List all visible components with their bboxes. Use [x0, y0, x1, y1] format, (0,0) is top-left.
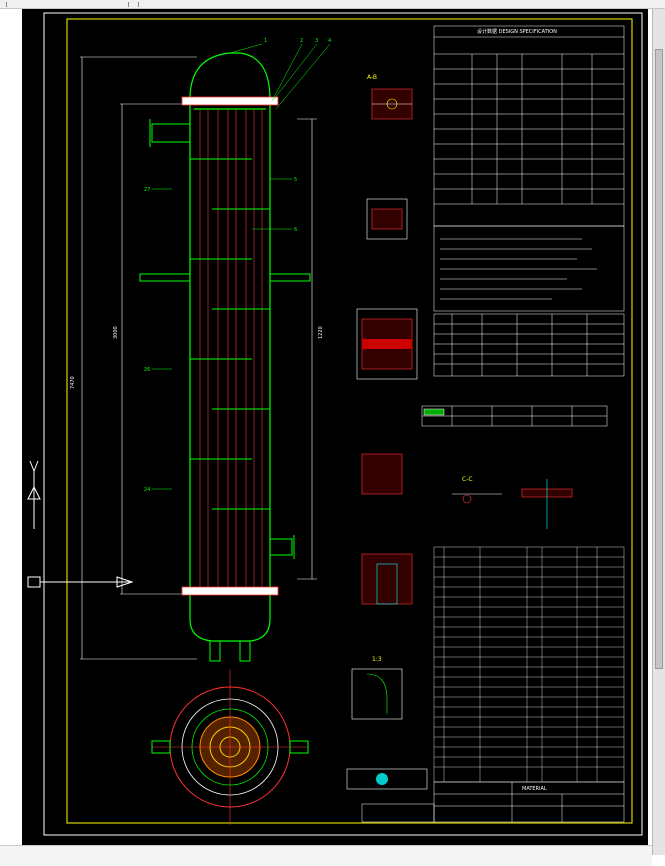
dim-lower-label: 1220 [318, 326, 324, 339]
part-label-27: 27 [144, 187, 150, 193]
view-ab-title: A-B [367, 74, 377, 81]
dim-total-label: 7470 [70, 376, 76, 389]
part-label-1: 1 [264, 38, 267, 44]
part-label-6: 6 [294, 227, 297, 233]
part-numbers: 1 2 3 4 5 6 27 26 24 [144, 38, 331, 493]
window-bottom-bar [0, 845, 652, 866]
tube-spec-table [421, 405, 608, 427]
baffles [190, 158, 270, 510]
orientation-markers [27, 460, 134, 588]
nozzles [139, 119, 311, 662]
part-label-3: 3 [315, 38, 318, 44]
tube-bundle [199, 109, 263, 587]
sheet-frame [66, 18, 633, 824]
section-view-ab [371, 88, 413, 120]
design-spec-table [433, 25, 625, 227]
scrollbar-thumb[interactable] [655, 49, 663, 669]
cad-drawing: 7470 3000 1220 [27, 12, 643, 836]
title-block [361, 781, 625, 823]
dimension-lines [80, 56, 317, 660]
part-label-4: 4 [328, 38, 331, 44]
window-top-bar [0, 0, 665, 9]
part-label-2: 2 [300, 38, 303, 44]
spec-title: 设计数据 DESIGN SPECIFICATION [477, 28, 557, 35]
part-label-24: 24 [144, 487, 150, 493]
material-label: MATERIAL [522, 786, 547, 792]
detail-views [346, 198, 428, 790]
scale-13-label: 1:3 [372, 656, 382, 663]
technical-notes [433, 225, 625, 312]
nozzle-table [433, 313, 625, 377]
sheet-outer-border [43, 12, 643, 836]
leader-lines [152, 43, 331, 490]
vessel-flanges [181, 96, 279, 596]
view-cc-title: C-C [462, 476, 473, 483]
cad-viewport[interactable]: 7470 3000 1220 [22, 9, 648, 845]
parts-list-table [433, 546, 625, 783]
vessel-shell [189, 52, 271, 642]
tube-sheet-top-view [151, 669, 309, 825]
vertical-scrollbar[interactable] [652, 9, 665, 855]
part-label-26: 26 [144, 367, 150, 373]
dim-tube-label: 3000 [113, 326, 119, 339]
part-label-5: 5 [294, 177, 297, 183]
section-view-cc [452, 479, 573, 529]
